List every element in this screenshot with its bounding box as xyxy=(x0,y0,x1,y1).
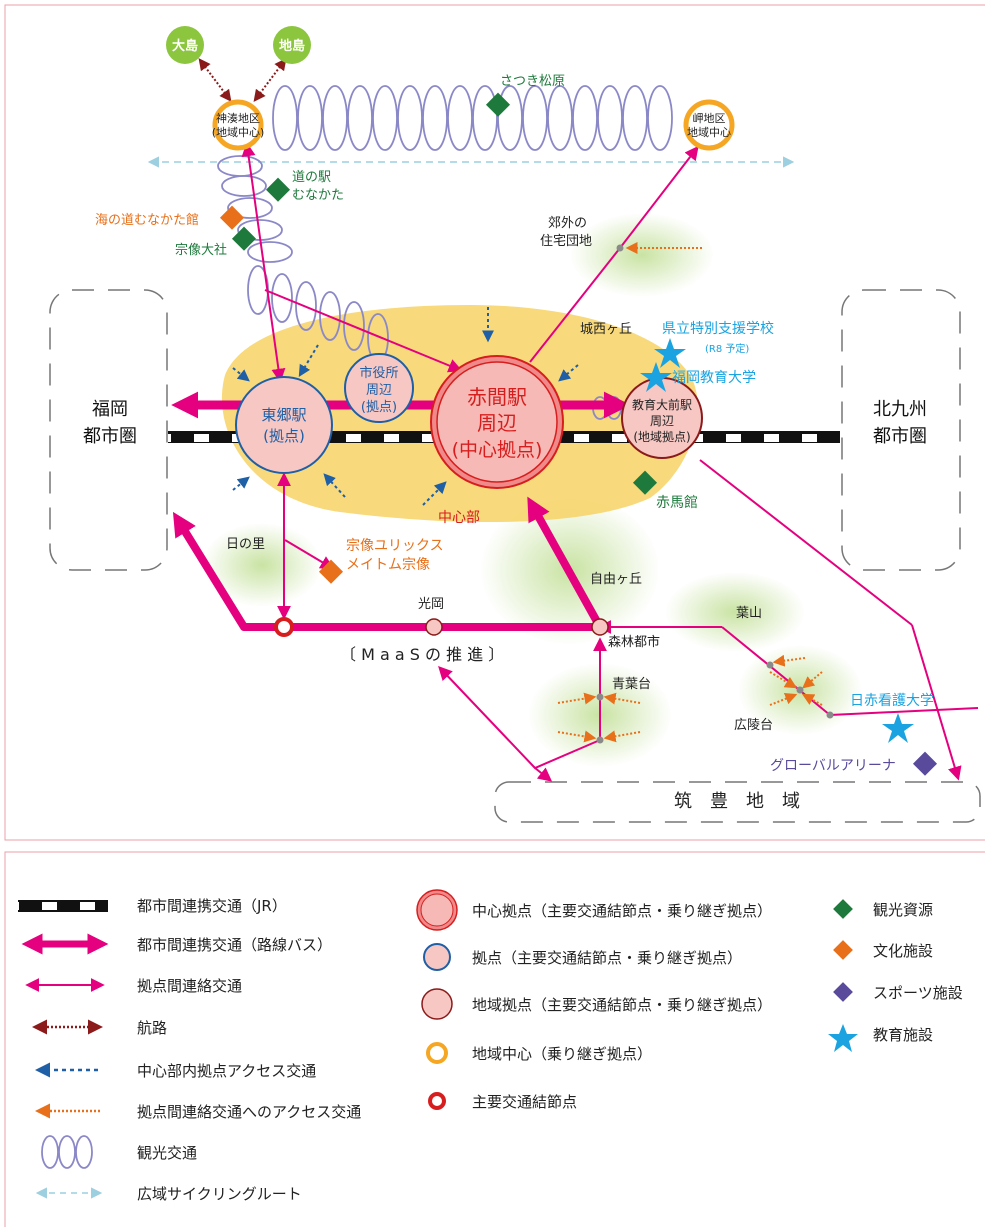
misaki-label-2: 地域中心 xyxy=(687,126,731,139)
koryodai-label: 広陵台 xyxy=(734,718,773,733)
school-star xyxy=(654,338,686,368)
aobadai-label: 青葉台 xyxy=(612,677,651,692)
shinrin-node xyxy=(591,618,609,636)
taisha-diamond xyxy=(231,226,257,251)
arena-label: グローバルアリーナ xyxy=(770,758,896,774)
legend-jr: 都市間連携交通（JR） xyxy=(137,897,287,915)
shiyakusho-label-1: 市役所 xyxy=(359,365,398,381)
uminomichi-diamond xyxy=(219,205,245,230)
maas-label: 〔 M a a S の 推 進 〕 xyxy=(340,645,504,664)
jouzai-label: 城西ヶ丘 xyxy=(580,322,632,337)
togo-label-2: (拠点) xyxy=(263,427,305,445)
legend-cycling: 広域サイクリングルート xyxy=(137,1185,302,1203)
legend-area-center: 地域中心（乗り継ぎ拠点） xyxy=(472,1045,652,1063)
taisha-label: 宗像大社 xyxy=(175,242,227,258)
legend-area-hub: 地域拠点（主要交通結節点・乗り継ぎ拠点） xyxy=(472,996,772,1014)
kooka-label: 光岡 xyxy=(418,597,444,612)
akama-label-3: (中心拠点) xyxy=(452,439,543,461)
legend-link: 拠点間連絡交通 xyxy=(137,977,242,995)
hinosato-node xyxy=(274,617,294,637)
junction-dots xyxy=(596,244,834,744)
fukuoka-label-2: 都市圏 xyxy=(83,426,137,447)
kounominato-label-1: 神湊地区 xyxy=(216,111,260,125)
shinrin-label: 森林都市 xyxy=(608,634,660,650)
shiyakusho-hub xyxy=(344,353,414,423)
misaki-node xyxy=(683,99,735,151)
yurix-label-1: 宗像ユリックス xyxy=(346,538,444,554)
kitakyushu-area-box xyxy=(841,289,961,571)
yurix-label-2: メイトム宗像 xyxy=(346,557,430,573)
legend-hub: 拠点（主要交通結節点・乗り継ぎ拠点） xyxy=(472,949,742,967)
yurix-diamond xyxy=(318,559,344,584)
legend-inner: 中心部内拠点アクセス交通 xyxy=(137,1062,316,1080)
jinoshima-label: 地島 xyxy=(279,38,305,54)
michinoeki-diamond xyxy=(265,177,291,202)
legend-center-hub: 中心拠点（主要交通結節点・乗り継ぎ拠点） xyxy=(472,902,772,920)
kyoiku-univ-star xyxy=(640,362,672,392)
uminomichi-label: 海の道むなかた館 xyxy=(95,213,199,228)
oshima-label: 大島 xyxy=(172,38,198,54)
school-label: 県立特別支援学校 xyxy=(662,320,774,337)
legend-frame xyxy=(4,851,985,1227)
fukuoka-area-box xyxy=(49,289,168,571)
fukuoka-label-1: 福岡 xyxy=(92,399,128,420)
sekibakan-label: 赤馬館 xyxy=(656,494,698,511)
togo-label-1: 東郷駅 xyxy=(261,406,306,424)
oshima-node xyxy=(166,26,204,64)
togo-hub xyxy=(235,376,333,474)
kyoiku-univ-label: 福岡教育大学 xyxy=(672,370,756,386)
legend-culture: 文化施設 xyxy=(873,942,933,960)
shiyakusho-label-3: (拠点) xyxy=(361,400,397,415)
kounominato-label-2: (地域中心) xyxy=(212,126,265,139)
legend-symbols xyxy=(18,889,858,1199)
hinosato-label: 日の里 xyxy=(226,537,265,552)
michinoeki-label-1: 道の駅 xyxy=(292,170,331,185)
akama-label-1: 赤間駅 xyxy=(467,385,527,409)
satsuki-diamond xyxy=(485,92,511,117)
jinoshima-node xyxy=(273,26,311,64)
legend-tourist: 観光交通 xyxy=(137,1144,197,1162)
chikuho-label: 筑 豊 地 域 xyxy=(674,791,800,812)
kooka-node xyxy=(425,618,443,636)
legend-tourism: 観光資源 xyxy=(873,901,933,919)
kounominato-node xyxy=(212,99,264,151)
nisseki-label: 日赤看護大学 xyxy=(850,693,934,709)
legend-sports: スポーツ施設 xyxy=(873,984,963,1002)
legend-route: 航路 xyxy=(137,1019,167,1037)
kyodai-label-2: 周辺 xyxy=(650,414,674,428)
kitakyushu-label-2: 都市圏 xyxy=(873,426,927,447)
school-note: (R8 予定) xyxy=(705,342,749,355)
hub-links xyxy=(241,142,979,782)
inner-access xyxy=(232,307,579,506)
chushinbu-label: 中心部 xyxy=(438,510,480,526)
sea-route-oshima xyxy=(198,58,232,102)
chikuho-area-box xyxy=(494,781,981,823)
shiyakusho-label-2: 周辺 xyxy=(366,383,392,398)
map-frame xyxy=(4,4,985,841)
feeder-access xyxy=(557,242,823,743)
nisseki-star xyxy=(882,713,914,743)
jiyugaoka-label: 自由ヶ丘 xyxy=(590,572,642,587)
hayama-label: 葉山 xyxy=(736,606,762,621)
sea-route-jinoshima xyxy=(253,58,287,102)
legend-bus: 都市間連携交通（路線バス） xyxy=(137,936,332,954)
kyodai-label-1: 教育大前駅 xyxy=(632,397,692,412)
satsuki-label: さつき松原 xyxy=(500,74,565,89)
legend-node: 主要交通結節点 xyxy=(472,1093,577,1111)
misaki-label-1: 岬地区 xyxy=(693,112,726,125)
legend-education: 教育施設 xyxy=(873,1026,933,1044)
suburb-label-1: 郊外の xyxy=(548,215,587,231)
legend-access: 拠点間連絡交通へのアクセス交通 xyxy=(137,1103,361,1121)
kyodai-label-3: (地域拠点) xyxy=(633,430,690,444)
kitakyushu-label-1: 北九州 xyxy=(873,399,927,420)
michinoeki-label-2: むなかた xyxy=(292,188,344,203)
arena-diamond xyxy=(912,751,938,776)
suburb-label-2: 住宅団地 xyxy=(540,234,592,249)
akama-label-2: 周辺 xyxy=(477,411,517,435)
